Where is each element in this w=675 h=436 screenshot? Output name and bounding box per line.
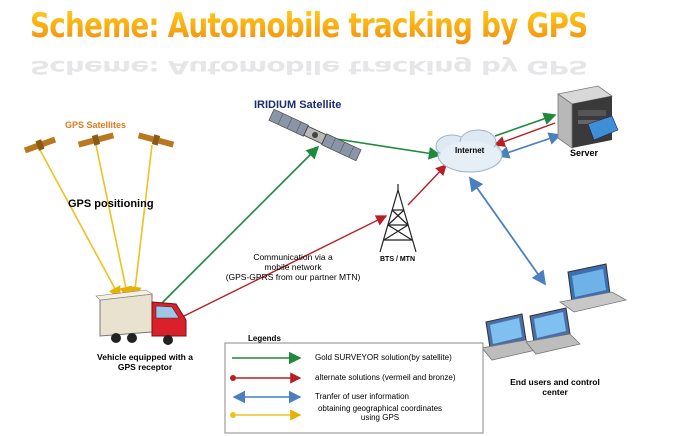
internet-label: Internet xyxy=(455,146,485,155)
end-users-label: End users and control center xyxy=(500,377,610,397)
desktop-computer-icon xyxy=(559,263,628,313)
communication-line: (GPS-GPRS from our partner MTN) xyxy=(225,272,361,282)
legend-item-blue: Tranfer of user information xyxy=(315,392,409,401)
gps-positioning-label: GPS positioning xyxy=(68,198,154,210)
legend-yellow-line: using GPS xyxy=(360,413,400,422)
laptop-computer-icon xyxy=(525,307,581,355)
vehicle-label: Vehicle equipped with a GPS receptor xyxy=(80,352,210,372)
internet-server-blue-arrow xyxy=(496,132,562,159)
legend-title: Legends xyxy=(248,334,281,343)
gps-signal-line xyxy=(39,149,121,300)
server-label: Server xyxy=(570,148,599,158)
gps-signal-line xyxy=(128,144,153,300)
iridium-satellite-label: IRIDIUM Satellite xyxy=(254,99,342,111)
legend-yellow-dot xyxy=(230,412,236,418)
internet-to-server-arrow xyxy=(494,112,557,137)
internet-endusers-arrow xyxy=(468,176,547,286)
communication-line: Communication via a xyxy=(253,252,333,262)
legend-item-yellow: obtaining geographical coordinates using… xyxy=(300,404,460,422)
gps-signal-line xyxy=(95,144,132,300)
truck-icon xyxy=(95,289,187,345)
page-title: Scheme: Automobile tracking by GPS xyxy=(30,6,588,46)
bts-tower-icon xyxy=(379,184,417,253)
vehicle-line: Vehicle equipped with a xyxy=(97,352,193,362)
end-users-line: center xyxy=(542,387,568,397)
legend-yellow-line: obtaining geographical coordinates xyxy=(317,404,443,413)
communication-label: Communication via a mobile network (GPS-… xyxy=(208,252,378,282)
iridium-to-internet-arrow xyxy=(329,137,442,160)
server-icon xyxy=(557,85,619,149)
vehicle-to-iridium-arrow xyxy=(159,145,320,306)
internet-cloud-icon xyxy=(435,129,503,173)
legend-item-green: Gold SURVEYOR solution(by satellite) xyxy=(315,353,452,362)
end-users-line: End users and control xyxy=(510,377,600,387)
iridium-satellite-icon xyxy=(268,108,362,162)
bts-label: BTS / MTN xyxy=(380,256,415,263)
gps-satellite-icon xyxy=(77,132,115,148)
gps-satellite-icon xyxy=(137,132,175,148)
legend-item-red: alternate solutions (vermeil and bronze) xyxy=(315,373,456,382)
legend-red-dot xyxy=(230,375,236,381)
vehicle-line: GPS receptor xyxy=(117,362,173,372)
bts-to-internet-arrow xyxy=(407,163,447,206)
communication-line: mobile network xyxy=(264,262,322,272)
gps-signal-lines xyxy=(39,144,153,300)
vehicle-to-bts-arrow xyxy=(181,215,388,318)
gps-satellite-icon xyxy=(23,136,57,154)
laptop-computer-icon xyxy=(481,313,537,361)
gps-satellites-label: GPS Satellites xyxy=(65,120,127,130)
